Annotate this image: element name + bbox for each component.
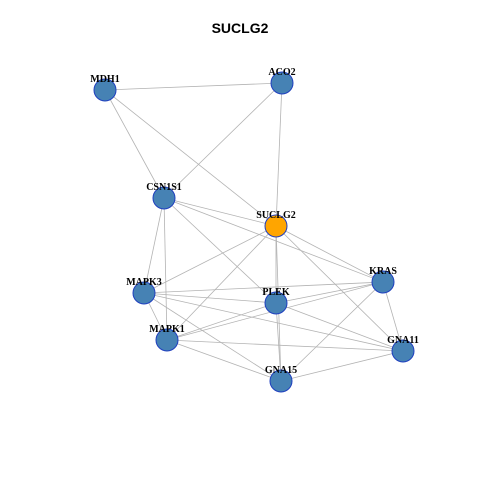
node-circle-plek [264, 291, 288, 315]
node-plek: PLEK [262, 287, 290, 315]
edge-aco2-csn1s1 [163, 82, 283, 199]
edge-kras-gna15 [280, 281, 384, 382]
node-mapk3: MAPK3 [126, 277, 162, 305]
node-label-gna15: GNA15 [265, 365, 297, 376]
edge-csn1s1-plek [163, 197, 277, 304]
node-label-plek: PLEK [262, 287, 289, 298]
node-label-mapk1: MAPK1 [149, 324, 185, 335]
node-label-gna11: GNA11 [387, 335, 419, 346]
node-label-suclg2: SUCLG2 [256, 210, 295, 221]
edge-csn1s1-suclg2 [163, 197, 277, 227]
node-label-aco2: ACO2 [268, 67, 295, 78]
edge-mdh1-suclg2 [104, 89, 277, 227]
node-circle-mapk3 [132, 281, 156, 305]
node-circle-mdh1 [93, 78, 117, 102]
node-label-csn1s1: CSN1S1 [146, 182, 182, 193]
edge-suclg2-kras [275, 225, 384, 283]
edge-suclg2-mapk3 [143, 225, 277, 294]
edge-mapk1-gna11 [166, 339, 404, 352]
edge-kras-mapk3 [143, 281, 384, 294]
node-circle-csn1s1 [152, 186, 176, 210]
edge-mapk1-gna15 [166, 339, 282, 382]
node-label-mdh1: MDH1 [90, 74, 119, 85]
edge-suclg2-mapk1 [166, 225, 277, 341]
node-mapk1: MAPK1 [149, 324, 185, 352]
edge-aco2-suclg2 [275, 82, 283, 227]
edge-mapk3-gna15 [143, 292, 282, 382]
edge-suclg2-gna11 [275, 225, 404, 352]
node-aco2: ACO2 [268, 67, 296, 95]
edge-kras-gna11 [382, 281, 404, 352]
edge-layer [104, 82, 404, 382]
node-suclg2: SUCLG2 [256, 210, 296, 238]
edge-mapk3-gna11 [143, 292, 404, 352]
node-circle-mapk1 [155, 328, 179, 352]
node-circle-gna15 [269, 369, 293, 393]
node-gna15: GNA15 [265, 365, 297, 393]
edge-csn1s1-kras [163, 197, 384, 283]
node-circle-aco2 [270, 71, 294, 95]
edge-mdh1-aco2 [104, 82, 283, 91]
edge-mdh1-csn1s1 [104, 89, 165, 199]
node-label-mapk3: MAPK3 [126, 277, 162, 288]
graph-title: SUCLG2 [211, 20, 269, 36]
node-gna11: GNA11 [387, 335, 419, 363]
node-csn1s1: CSN1S1 [146, 182, 182, 210]
edge-plek-gna15 [275, 302, 282, 382]
node-kras: KRAS [369, 266, 397, 294]
edge-kras-plek [275, 281, 384, 304]
node-label-kras: KRAS [369, 266, 397, 277]
node-circle-kras [371, 270, 395, 294]
edge-plek-mapk1 [166, 302, 277, 341]
edge-gna11-gna15 [280, 350, 404, 382]
edge-csn1s1-mapk3 [143, 197, 165, 294]
node-circle-gna11 [391, 339, 415, 363]
edge-plek-gna11 [275, 302, 404, 352]
edge-csn1s1-mapk1 [163, 197, 168, 341]
node-mdh1: MDH1 [90, 74, 120, 102]
node-circle-suclg2 [264, 214, 288, 238]
edge-mapk3-plek [143, 292, 277, 304]
